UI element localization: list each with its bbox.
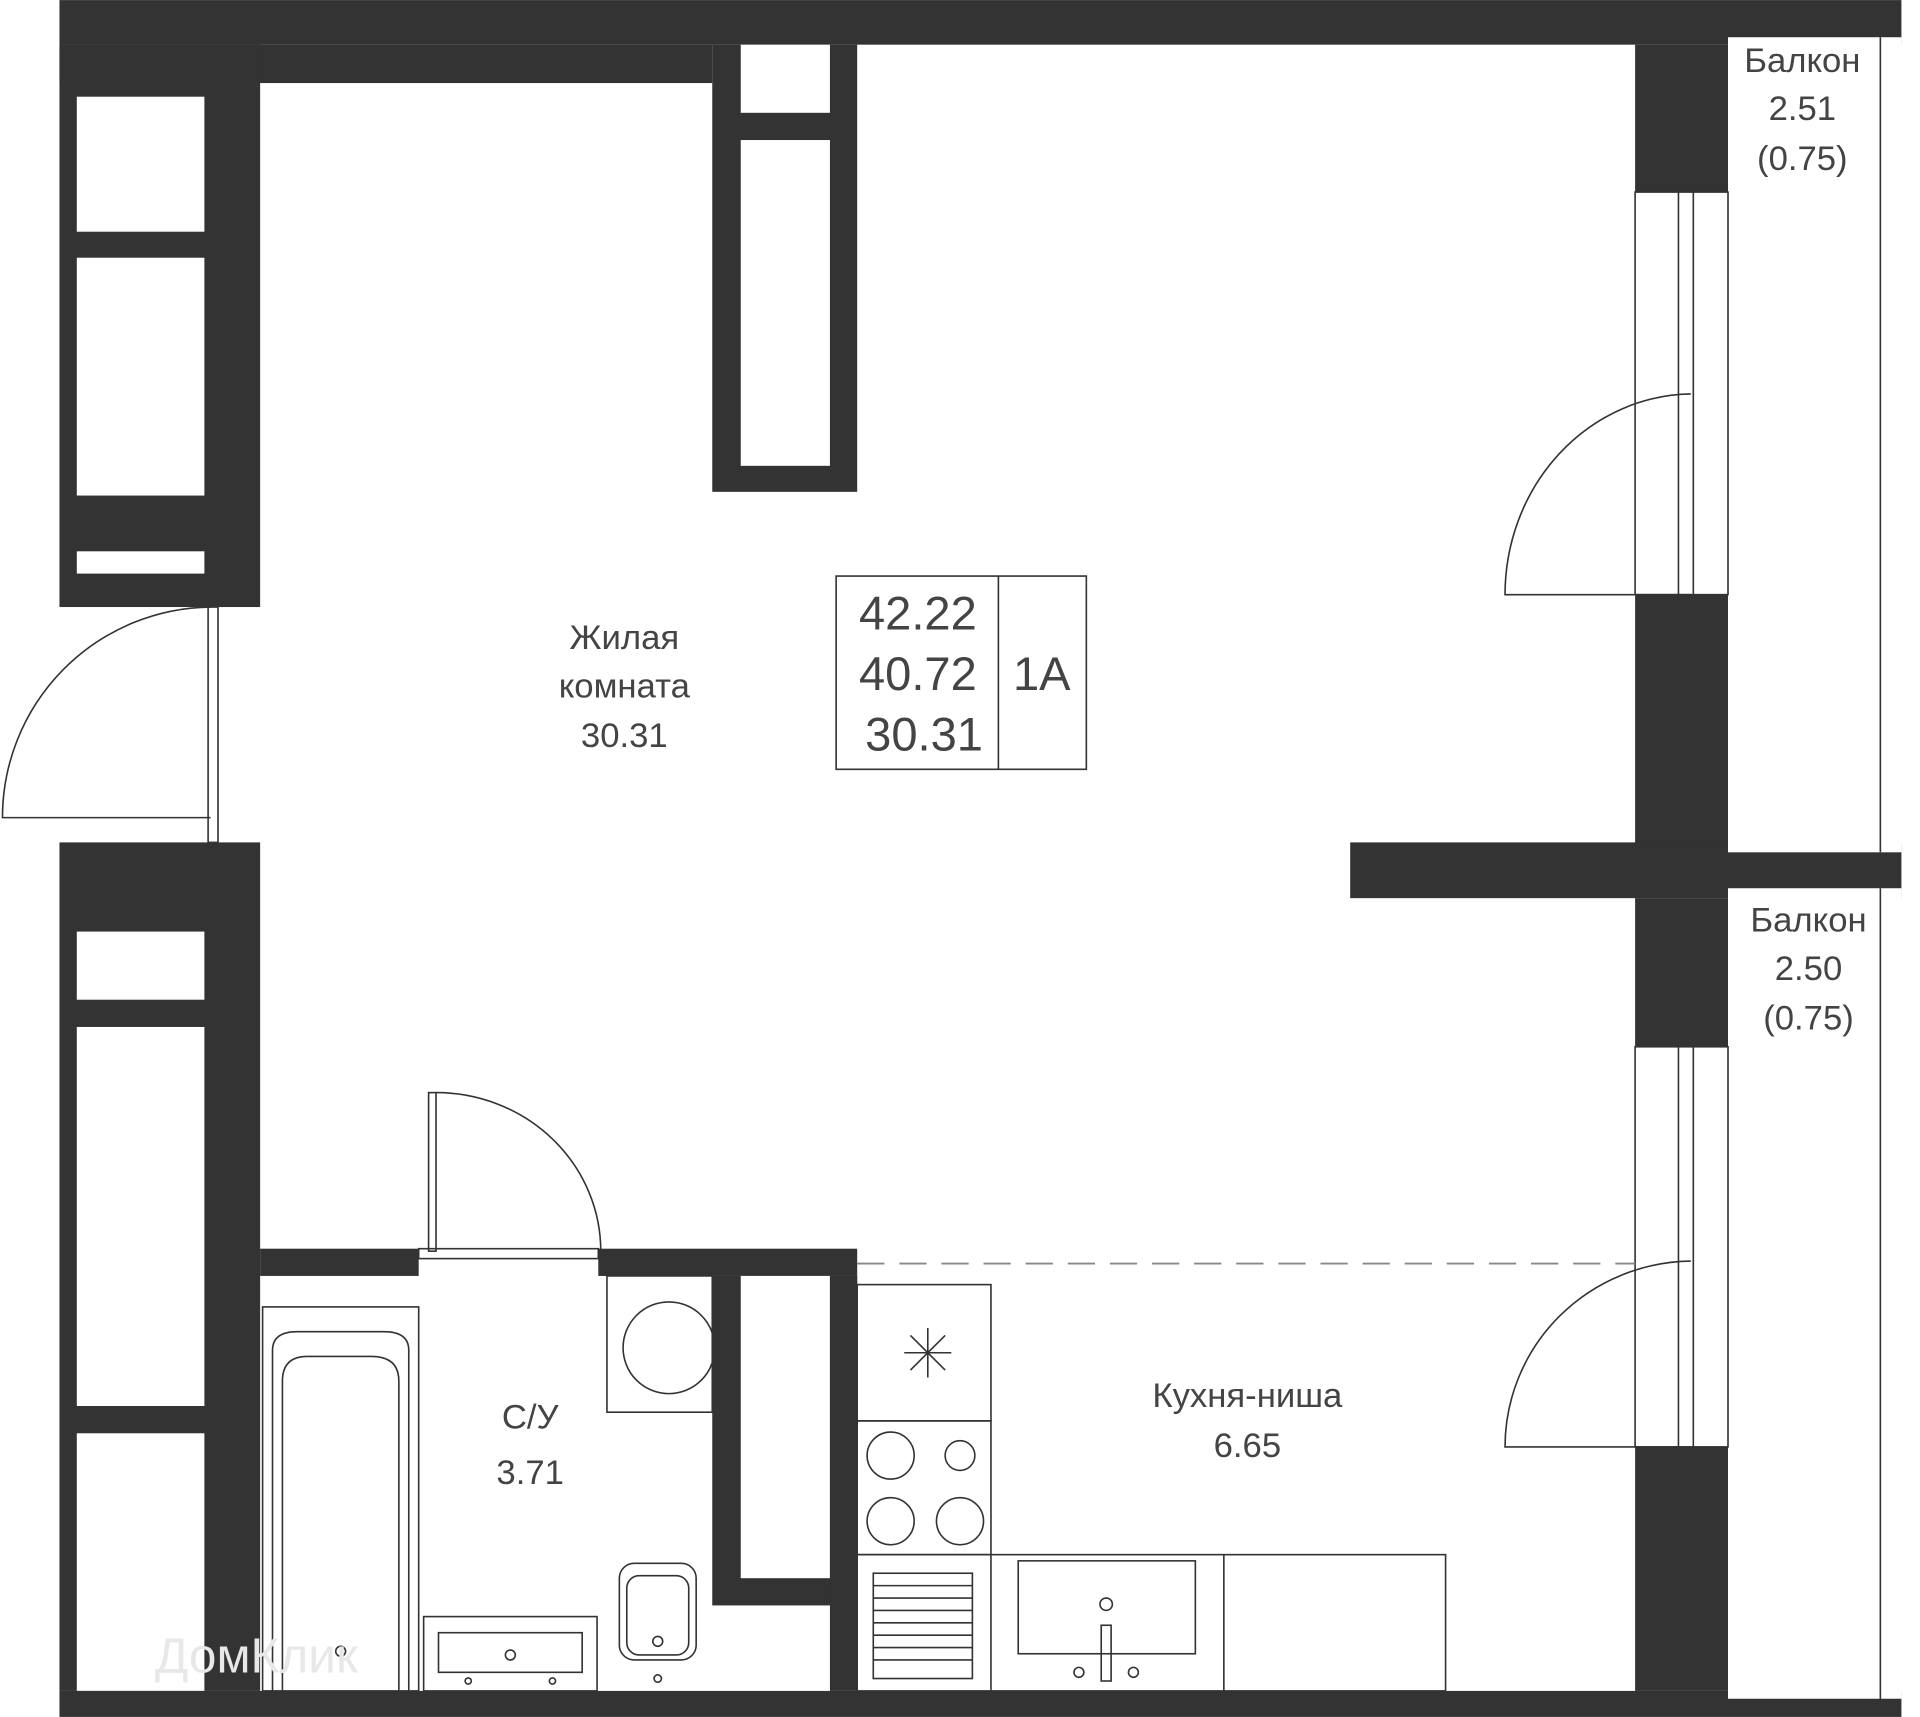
- hob: [856, 1420, 992, 1556]
- balcony-2-label: Балкон: [1750, 902, 1866, 940]
- watermark: ДомКлик: [155, 1628, 358, 1683]
- area-without-balconies: 40.72: [859, 647, 977, 700]
- room-labels: Жилая комната 30.31 С/У 3.71 Кухня-ниша …: [496, 42, 1866, 1492]
- total-area: 42.22: [859, 586, 977, 639]
- washbasin: [422, 1615, 598, 1692]
- bathroom-area: 3.71: [496, 1454, 563, 1492]
- kitchen-label: Кухня-ниша: [1152, 1377, 1343, 1415]
- kitchen-area: 6.65: [1214, 1427, 1281, 1465]
- balcony-1-area: 2.51: [1769, 90, 1836, 128]
- walls: [59, 0, 1902, 1717]
- bathtub: [261, 1306, 420, 1692]
- apartment-type: 1А: [1013, 647, 1071, 700]
- balcony-1-reduced: (0.75): [1757, 140, 1848, 178]
- bathroom-label: С/У: [502, 1398, 560, 1436]
- balcony-2-area: 2.50: [1775, 950, 1842, 988]
- living-room-label: Жилая: [569, 619, 679, 657]
- living-room-label-2: комната: [559, 667, 691, 705]
- toilet: [618, 1562, 697, 1661]
- windows-doors: [1, 191, 1729, 1448]
- summary-box: 42.22 40.72 30.31 1А: [835, 575, 1088, 771]
- washing-machine: [606, 1275, 714, 1414]
- balcony-1-label: Балкон: [1744, 42, 1860, 80]
- living-area: 30.31: [865, 708, 983, 761]
- living-room-area: 30.31: [581, 717, 668, 755]
- fixtures: [261, 1275, 1447, 1692]
- balcony-2-reduced: (0.75): [1763, 999, 1854, 1037]
- kitchen-counter: [856, 1553, 1447, 1692]
- kitchen-sink: [1017, 1560, 1197, 1655]
